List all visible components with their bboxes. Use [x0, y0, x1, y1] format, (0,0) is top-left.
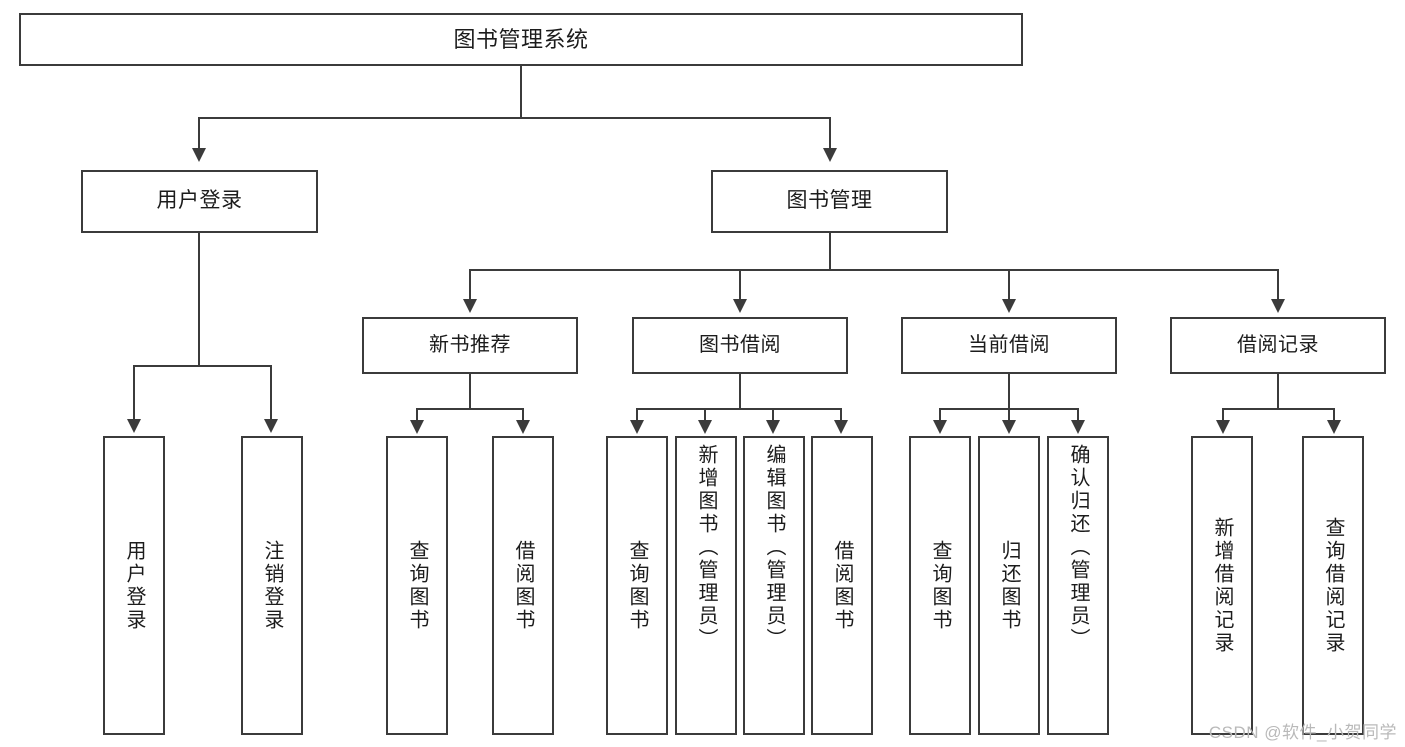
connector-current-borrow-stem	[1008, 374, 1010, 409]
arrowhead-to-leaf-add-book	[698, 420, 712, 434]
arrowhead-to-leaf-add-record	[1216, 420, 1230, 434]
arrowhead-to-borrow-record	[1271, 299, 1285, 313]
arrowhead-to-leaf-borrow-book-2	[834, 420, 848, 434]
connector-to-leaf-return-book	[1008, 408, 1010, 422]
connector-root-bus	[198, 117, 830, 119]
node-label: 图书借阅	[699, 334, 781, 356]
arrowhead-to-user-login	[192, 148, 206, 162]
node-label: 图书管理	[786, 189, 873, 213]
connector-new-book-rec-stem	[469, 374, 471, 409]
connector-book-manage-bus	[469, 269, 1279, 271]
node-label: 图书管理系统	[453, 26, 589, 52]
leaf-query-book-3[interactable]: 查询图书	[909, 436, 971, 735]
csdn-watermark: CSDN @软件_小贺同学	[1208, 723, 1397, 742]
arrowhead-to-leaf-confirm-return	[1071, 420, 1085, 434]
node-book-manage[interactable]: 图书管理	[711, 170, 948, 233]
arrowhead-to-leaf-query-book-2	[630, 420, 644, 434]
leaf-borrow-book-1[interactable]: 借阅图书	[492, 436, 554, 735]
connector-root-stem	[520, 66, 522, 118]
arrowhead-to-new-book-rec	[463, 299, 477, 313]
leaf-label: 查询图书	[929, 539, 951, 632]
leaf-edit-book-admin[interactable]: 编辑图书（管理员）	[743, 436, 805, 735]
connector-user-login-stem	[198, 233, 200, 366]
connector-book-manage-stem	[829, 233, 831, 270]
connector-root-to-book-manage	[829, 117, 831, 150]
node-label: 新书推荐	[429, 334, 511, 356]
leaf-label: 查询借阅记录	[1322, 516, 1344, 655]
leaf-label: 注销登录	[261, 539, 283, 632]
connector-borrow-record-bus	[1222, 408, 1334, 410]
node-label: 借阅记录	[1237, 334, 1319, 356]
node-current-borrow[interactable]: 当前借阅	[901, 317, 1117, 374]
node-label: 当前借阅	[968, 334, 1050, 356]
node-user-login[interactable]: 用户登录	[81, 170, 318, 233]
connector-root-to-user-login	[198, 117, 200, 150]
arrowhead-to-leaf-query-book-1	[410, 420, 424, 434]
leaf-label: 新增借阅记录	[1211, 516, 1233, 655]
leaf-label: 编辑图书（管理员）	[763, 444, 785, 651]
leaf-borrow-book-2[interactable]: 借阅图书	[811, 436, 873, 735]
connector-to-leaf-query-book-1	[416, 408, 418, 422]
connector-to-leaf-add-record	[1222, 408, 1224, 422]
leaf-label: 归还图书	[998, 539, 1020, 632]
leaf-query-book-1[interactable]: 查询图书	[386, 436, 448, 735]
node-label: 用户登录	[156, 189, 243, 213]
arrowhead-to-leaf-edit-book	[766, 420, 780, 434]
connector-to-leaf-query-book-3	[939, 408, 941, 422]
connector-to-borrow-record	[1277, 269, 1279, 301]
leaf-query-borrow-record[interactable]: 查询借阅记录	[1302, 436, 1364, 735]
leaf-logout-login[interactable]: 注销登录	[241, 436, 303, 735]
node-new-book-recommendation[interactable]: 新书推荐	[362, 317, 578, 374]
connector-borrow-record-stem	[1277, 374, 1279, 409]
node-root-book-management-system[interactable]: 图书管理系统	[19, 13, 1023, 66]
leaf-label: 新增图书（管理员）	[695, 444, 717, 651]
leaf-label: 借阅图书	[512, 539, 534, 632]
connector-to-leaf-confirm-return	[1077, 408, 1079, 422]
connector-to-leaf-borrow-book-1	[522, 408, 524, 422]
connector-to-leaf-add-book	[704, 408, 706, 422]
connector-to-leaf-user-login	[133, 365, 135, 421]
leaf-add-borrow-record[interactable]: 新增借阅记录	[1191, 436, 1253, 735]
connector-to-book-borrow	[739, 269, 741, 301]
leaf-label: 用户登录	[123, 539, 145, 632]
node-borrow-record[interactable]: 借阅记录	[1170, 317, 1386, 374]
leaf-return-book[interactable]: 归还图书	[978, 436, 1040, 735]
connector-to-current-borrow	[1008, 269, 1010, 301]
leaf-label: 确认归还（管理员）	[1067, 444, 1089, 651]
connector-to-leaf-edit-book	[772, 408, 774, 422]
leaf-label: 查询图书	[626, 539, 648, 632]
connector-to-leaf-logout	[270, 365, 272, 421]
leaf-label: 借阅图书	[831, 539, 853, 632]
connector-to-new-book-rec	[469, 269, 471, 301]
connector-book-borrow-bus	[636, 408, 841, 410]
leaf-confirm-return-admin[interactable]: 确认归还（管理员）	[1047, 436, 1109, 735]
arrowhead-to-leaf-logout	[264, 419, 278, 433]
arrowhead-to-leaf-borrow-book-1	[516, 420, 530, 434]
arrowhead-to-leaf-user-login	[127, 419, 141, 433]
arrowhead-to-book-borrow	[733, 299, 747, 313]
connector-new-book-rec-bus	[416, 408, 523, 410]
leaf-query-book-2[interactable]: 查询图书	[606, 436, 668, 735]
connector-to-leaf-borrow-book-2	[840, 408, 842, 422]
leaf-user-login[interactable]: 用户登录	[103, 436, 165, 735]
arrowhead-to-leaf-return-book	[1002, 420, 1016, 434]
arrowhead-to-leaf-query-book-3	[933, 420, 947, 434]
leaf-label: 查询图书	[406, 539, 428, 632]
arrowhead-to-leaf-query-record	[1327, 420, 1341, 434]
leaf-add-book-admin[interactable]: 新增图书（管理员）	[675, 436, 737, 735]
node-book-borrow[interactable]: 图书借阅	[632, 317, 848, 374]
connector-user-login-bus	[133, 365, 270, 367]
connector-to-leaf-query-record	[1333, 408, 1335, 422]
arrowhead-to-book-manage	[823, 148, 837, 162]
connector-book-borrow-stem	[739, 374, 741, 409]
arrowhead-to-current-borrow	[1002, 299, 1016, 313]
connector-to-leaf-query-book-2	[636, 408, 638, 422]
